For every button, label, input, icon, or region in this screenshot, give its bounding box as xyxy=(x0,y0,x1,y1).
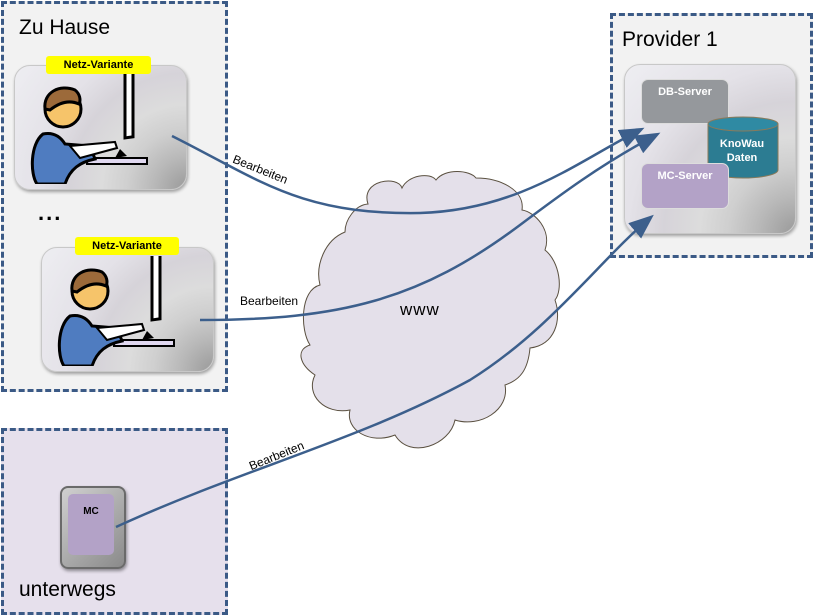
zone-title-home: Zu Hause xyxy=(19,16,111,39)
zone-title-provider: Provider 1 xyxy=(622,28,718,51)
mobile-device-label: MC xyxy=(68,494,114,555)
cloud-label: www xyxy=(400,300,440,319)
zone-title-mobile: unterwegs xyxy=(19,578,116,601)
client-tag-2: Netz-Variante xyxy=(75,237,179,255)
more-clients-ellipsis: ... xyxy=(38,200,63,225)
connection-label-2: Bearbeiten xyxy=(240,294,299,308)
client-card-2[interactable] xyxy=(41,247,214,372)
database-label: KnoWau Daten xyxy=(712,137,772,165)
connection-client1-db xyxy=(171,127,645,215)
mobile-device[interactable]: MC xyxy=(60,486,126,569)
mc-server[interactable]: MC-Server xyxy=(641,163,729,209)
database-label-line1: KnoWau xyxy=(719,138,765,150)
person-at-computer-icon xyxy=(57,256,175,366)
connection-mobile-mc xyxy=(115,214,654,529)
client-tag-1: Netz-Variante xyxy=(46,56,151,74)
www-cloud xyxy=(300,171,560,449)
person-at-computer-icon xyxy=(30,74,148,184)
db-server[interactable]: DB-Server xyxy=(641,79,729,124)
database-label-line2: Daten xyxy=(726,152,758,164)
connection-client2-db xyxy=(199,132,661,322)
